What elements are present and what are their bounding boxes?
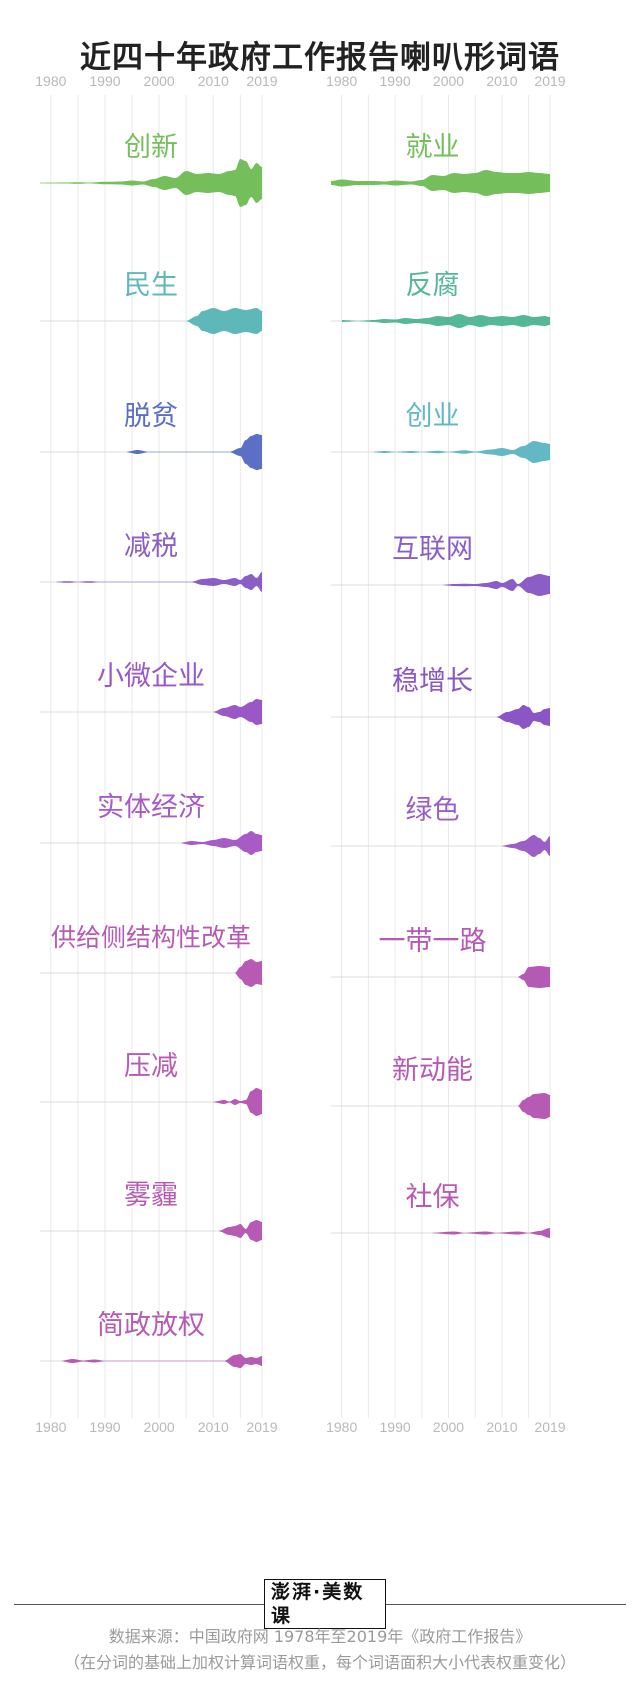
x-tick-label: 2010 bbox=[486, 1419, 517, 1435]
series-label: 社保 bbox=[406, 1182, 460, 1213]
stream-area bbox=[331, 314, 550, 328]
x-tick-label: 1980 bbox=[35, 73, 66, 89]
stream-area bbox=[331, 1228, 550, 1238]
stream-area bbox=[331, 441, 550, 463]
x-tick-label: 2019 bbox=[246, 73, 277, 89]
x-tick-label: 1990 bbox=[380, 1419, 411, 1435]
x-tick-label: 2000 bbox=[144, 73, 175, 89]
brand-logo: 澎湃·美数课 bbox=[264, 1579, 386, 1629]
x-tick-label: 2010 bbox=[486, 73, 517, 89]
chart-title: 近四十年政府工作报告喇叭形词语 bbox=[80, 40, 560, 76]
series-label: 雾霾 bbox=[124, 1180, 178, 1211]
series-label: 一带一路 bbox=[379, 926, 487, 957]
source-line-2: （在分词的基础上加权计算词语权重，每个词语面积大小代表权重变化） bbox=[63, 1653, 576, 1672]
series-label: 脱贫 bbox=[124, 401, 178, 432]
stream-area bbox=[40, 572, 262, 592]
series-label: 小微企业 bbox=[97, 661, 205, 692]
x-tick-label: 1980 bbox=[35, 1419, 66, 1435]
series-label: 稳增长 bbox=[392, 666, 473, 697]
x-tick-label: 1990 bbox=[89, 73, 120, 89]
stream-area bbox=[40, 831, 262, 855]
series-label: 就业 bbox=[406, 132, 460, 163]
x-tick-label: 1990 bbox=[380, 73, 411, 89]
stream-area bbox=[331, 170, 550, 196]
x-tick-label: 1980 bbox=[326, 1419, 357, 1435]
source-line-1: 数据来源：中国政府网 1978年至2019年《政府工作报告》 bbox=[108, 1627, 532, 1646]
x-tick-label: 2010 bbox=[198, 73, 229, 89]
stream-area bbox=[40, 699, 262, 725]
series-label: 绿色 bbox=[406, 795, 460, 826]
x-tick-label: 2019 bbox=[246, 1419, 277, 1435]
stream-area bbox=[40, 308, 262, 334]
series-label: 创新 bbox=[124, 132, 178, 163]
x-tick-label: 2019 bbox=[534, 1419, 565, 1435]
stream-area bbox=[331, 835, 550, 857]
series-label: 实体经济 bbox=[97, 792, 205, 823]
x-tick-label: 1990 bbox=[89, 1419, 120, 1435]
series-label: 减税 bbox=[124, 531, 178, 562]
source-note: 数据来源：中国政府网 1978年至2019年《政府工作报告》 （在分词的基础上加… bbox=[0, 1624, 640, 1676]
series-label: 反腐 bbox=[406, 270, 460, 301]
stream-area bbox=[40, 1354, 262, 1368]
stream-area bbox=[331, 966, 550, 988]
x-tick-label: 2019 bbox=[534, 73, 565, 89]
x-tick-label: 2000 bbox=[433, 1419, 464, 1435]
brand-logo-text: 澎湃·美数课 bbox=[264, 1579, 386, 1629]
series-label: 压减 bbox=[124, 1051, 178, 1082]
x-tick-label: 2000 bbox=[144, 1419, 175, 1435]
x-tick-label: 1980 bbox=[326, 73, 357, 89]
x-tick-label: 2000 bbox=[433, 73, 464, 89]
series-label: 供给侧结构性改革 bbox=[51, 923, 251, 952]
series-label: 新动能 bbox=[392, 1055, 473, 1086]
stream-area bbox=[40, 159, 262, 207]
stream-area bbox=[40, 434, 262, 470]
stream-area bbox=[331, 574, 550, 596]
stream-area bbox=[331, 705, 550, 729]
series-label: 创业 bbox=[406, 401, 460, 432]
series-label: 互联网 bbox=[392, 534, 473, 565]
x-tick-label: 2010 bbox=[198, 1419, 229, 1435]
series-label: 简政放权 bbox=[97, 1310, 205, 1341]
stream-area bbox=[40, 1088, 262, 1116]
series-label: 民生 bbox=[124, 270, 178, 301]
